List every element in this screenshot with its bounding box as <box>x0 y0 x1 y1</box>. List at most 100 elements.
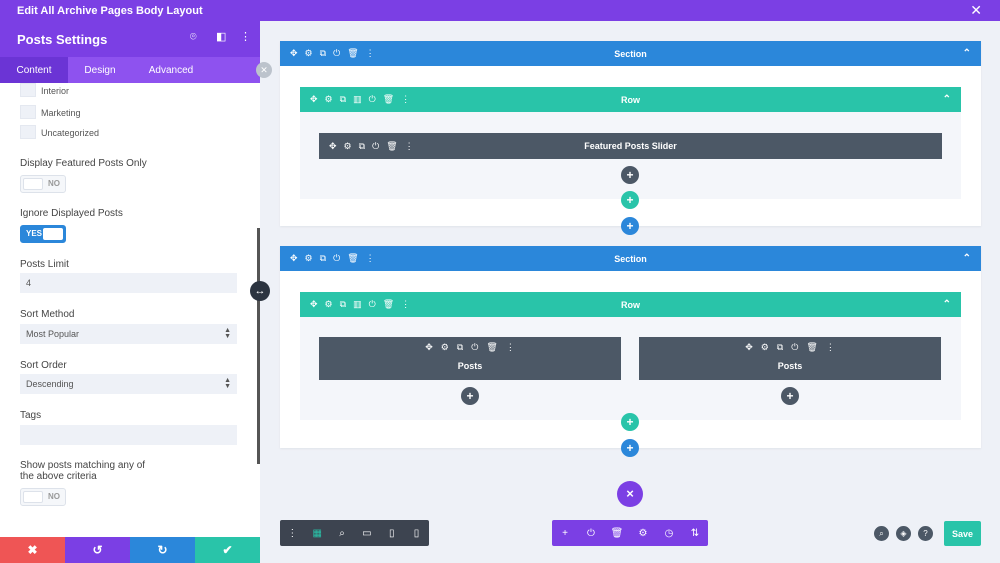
add-module-button[interactable]: + <box>621 166 639 184</box>
gear-icon[interactable]: ⚙ <box>304 48 313 58</box>
gear-icon[interactable]: ⚙ <box>324 299 333 309</box>
add-row-button[interactable]: + <box>621 413 639 431</box>
duplicate-icon[interactable]: ⧉ <box>339 299 347 309</box>
checkbox-interior[interactable] <box>20 83 36 97</box>
gear-icon[interactable]: ⚙ <box>343 140 352 151</box>
duplicate-icon[interactable]: ⧉ <box>339 94 347 104</box>
move-icon[interactable]: ✥ <box>290 253 298 263</box>
save-button[interactable]: Save <box>944 521 981 546</box>
trash-icon[interactable]: 🗑 <box>486 342 498 352</box>
dock-icon[interactable]: ◧ <box>216 31 227 43</box>
collapse-icon[interactable]: ✕ <box>256 62 272 78</box>
more-icon[interactable]: ⋮ <box>825 342 835 352</box>
sort-order-select[interactable]: Descending ▲▼ <box>20 374 237 394</box>
add-icon[interactable]: + <box>562 527 568 539</box>
featured-posts-slider-module[interactable]: ✥⚙⧉⏻🗑⋮ Featured Posts Slider <box>319 133 942 159</box>
trash-icon[interactable]: 🗑 <box>382 94 395 104</box>
columns-icon[interactable]: ▥ <box>353 299 362 309</box>
add-row-button[interactable]: + <box>621 191 639 209</box>
close-icon[interactable]: ✕ <box>970 2 982 18</box>
move-icon[interactable]: ✥ <box>425 342 433 352</box>
help-icon[interactable]: ? <box>918 526 933 541</box>
duplicate-icon[interactable]: ⧉ <box>319 253 327 263</box>
match-any-toggle[interactable]: NO <box>20 488 66 506</box>
tablet-icon[interactable]: ▯ <box>388 527 395 539</box>
power-icon[interactable]: ⏻ <box>791 342 799 352</box>
power-icon[interactable]: ⏻ <box>587 527 595 539</box>
more-icon[interactable]: ⋮ <box>365 48 375 58</box>
trash-icon[interactable]: 🗑 <box>382 299 395 309</box>
layers-icon[interactable]: ◈ <box>896 526 911 541</box>
sidebar-scrollbar[interactable] <box>257 228 260 464</box>
trash-icon[interactable]: 🗑 <box>806 342 818 352</box>
move-icon[interactable]: ✥ <box>329 140 337 151</box>
collapse-caret-icon[interactable]: ⌃ <box>962 253 971 264</box>
more-icon[interactable]: ⋮ <box>404 140 414 151</box>
checkbox-marketing[interactable] <box>20 105 36 119</box>
fullscreen-icon[interactable]: ⌾ <box>190 31 197 43</box>
resize-handle-icon[interactable]: ↔ <box>250 281 270 301</box>
add-section-button[interactable]: + <box>621 439 639 457</box>
section-1-bar[interactable]: ✥⚙⧉⏻🗑⋮ Section ⌃ <box>280 41 981 66</box>
search-icon[interactable]: ⌕ <box>874 526 889 541</box>
desktop-icon[interactable]: ▭ <box>362 527 372 539</box>
tab-advanced[interactable]: Advanced <box>148 64 194 76</box>
more-icon[interactable]: ⋮ <box>287 527 298 539</box>
power-icon[interactable]: ⏻ <box>372 140 380 151</box>
add-module-button[interactable]: + <box>461 387 479 405</box>
power-icon[interactable]: ⏻ <box>471 342 479 352</box>
gear-icon[interactable]: ⚙ <box>440 342 449 352</box>
duplicate-icon[interactable]: ⧉ <box>358 140 366 151</box>
section-2-bar[interactable]: ✥⚙⧉⏻🗑⋮ Section ⌃ <box>280 246 981 271</box>
duplicate-icon[interactable]: ⧉ <box>456 342 464 352</box>
power-icon[interactable]: ⏻ <box>333 253 341 263</box>
tab-content[interactable]: Content <box>0 57 68 83</box>
phone-icon[interactable]: ▯ <box>413 527 420 539</box>
posts-module-1[interactable]: ✥⚙⧉⏻🗑⋮ Posts <box>319 337 621 380</box>
discard-button[interactable]: ✖ <box>0 537 65 563</box>
add-section-button[interactable]: + <box>621 217 639 235</box>
trash-icon[interactable]: 🗑 <box>610 527 624 539</box>
move-icon[interactable]: ✥ <box>290 48 298 58</box>
move-icon[interactable]: ✥ <box>745 342 753 352</box>
undo-button[interactable]: ↺ <box>65 537 130 563</box>
tab-design[interactable]: Design <box>84 64 116 76</box>
row-2-bar[interactable]: ✥⚙⧉▥⏻🗑⋮ Row ⌃ <box>300 292 961 317</box>
gear-icon[interactable]: ⚙ <box>324 94 333 104</box>
more-icon[interactable]: ⋮ <box>365 253 375 263</box>
more-icon[interactable]: ⋮ <box>401 299 411 309</box>
trash-icon[interactable]: 🗑 <box>347 48 359 58</box>
more-icon[interactable]: ⋮ <box>401 94 411 104</box>
posts-limit-input[interactable]: 4 <box>20 273 237 293</box>
more-options-icon[interactable]: ⋮ <box>240 31 251 43</box>
save-settings-button[interactable]: ✔ <box>195 537 260 563</box>
checkbox-uncategorized[interactable] <box>20 125 36 139</box>
move-icon[interactable]: ✥ <box>310 94 318 104</box>
gear-icon[interactable]: ⚙ <box>304 253 313 263</box>
duplicate-icon[interactable]: ⧉ <box>776 342 784 352</box>
power-icon[interactable]: ⏻ <box>368 94 376 104</box>
more-icon[interactable]: ⋮ <box>505 342 515 352</box>
zoom-icon[interactable]: ⌕ <box>339 527 345 539</box>
redo-button[interactable]: ↻ <box>130 537 195 563</box>
collapse-caret-icon[interactable]: ⌃ <box>962 48 971 59</box>
row-1-bar[interactable]: ✥⚙⧉▥⏻🗑⋮ Row ⌃ <box>300 87 961 112</box>
add-module-button[interactable]: + <box>781 387 799 405</box>
trash-icon[interactable]: 🗑 <box>347 253 359 263</box>
gear-icon[interactable]: ⚙ <box>638 527 648 539</box>
trash-icon[interactable]: 🗑 <box>386 140 398 151</box>
wireframe-icon[interactable]: ▦ <box>312 527 322 539</box>
duplicate-icon[interactable]: ⧉ <box>319 48 327 58</box>
close-builder-button[interactable]: × <box>617 481 643 507</box>
sort-method-select[interactable]: Most Popular ▲▼ <box>20 324 237 344</box>
history-icon[interactable]: ◷ <box>664 527 674 539</box>
collapse-caret-icon[interactable]: ⌃ <box>942 299 951 310</box>
posts-module-2[interactable]: ✥⚙⧉⏻🗑⋮ Posts <box>639 337 941 380</box>
portability-icon[interactable]: ⇅ <box>690 527 700 539</box>
gear-icon[interactable]: ⚙ <box>760 342 769 352</box>
tags-input[interactable] <box>20 425 237 445</box>
power-icon[interactable]: ⏻ <box>368 299 376 309</box>
ignore-displayed-toggle[interactable]: YES <box>20 225 66 243</box>
move-icon[interactable]: ✥ <box>310 299 318 309</box>
power-icon[interactable]: ⏻ <box>333 48 341 58</box>
